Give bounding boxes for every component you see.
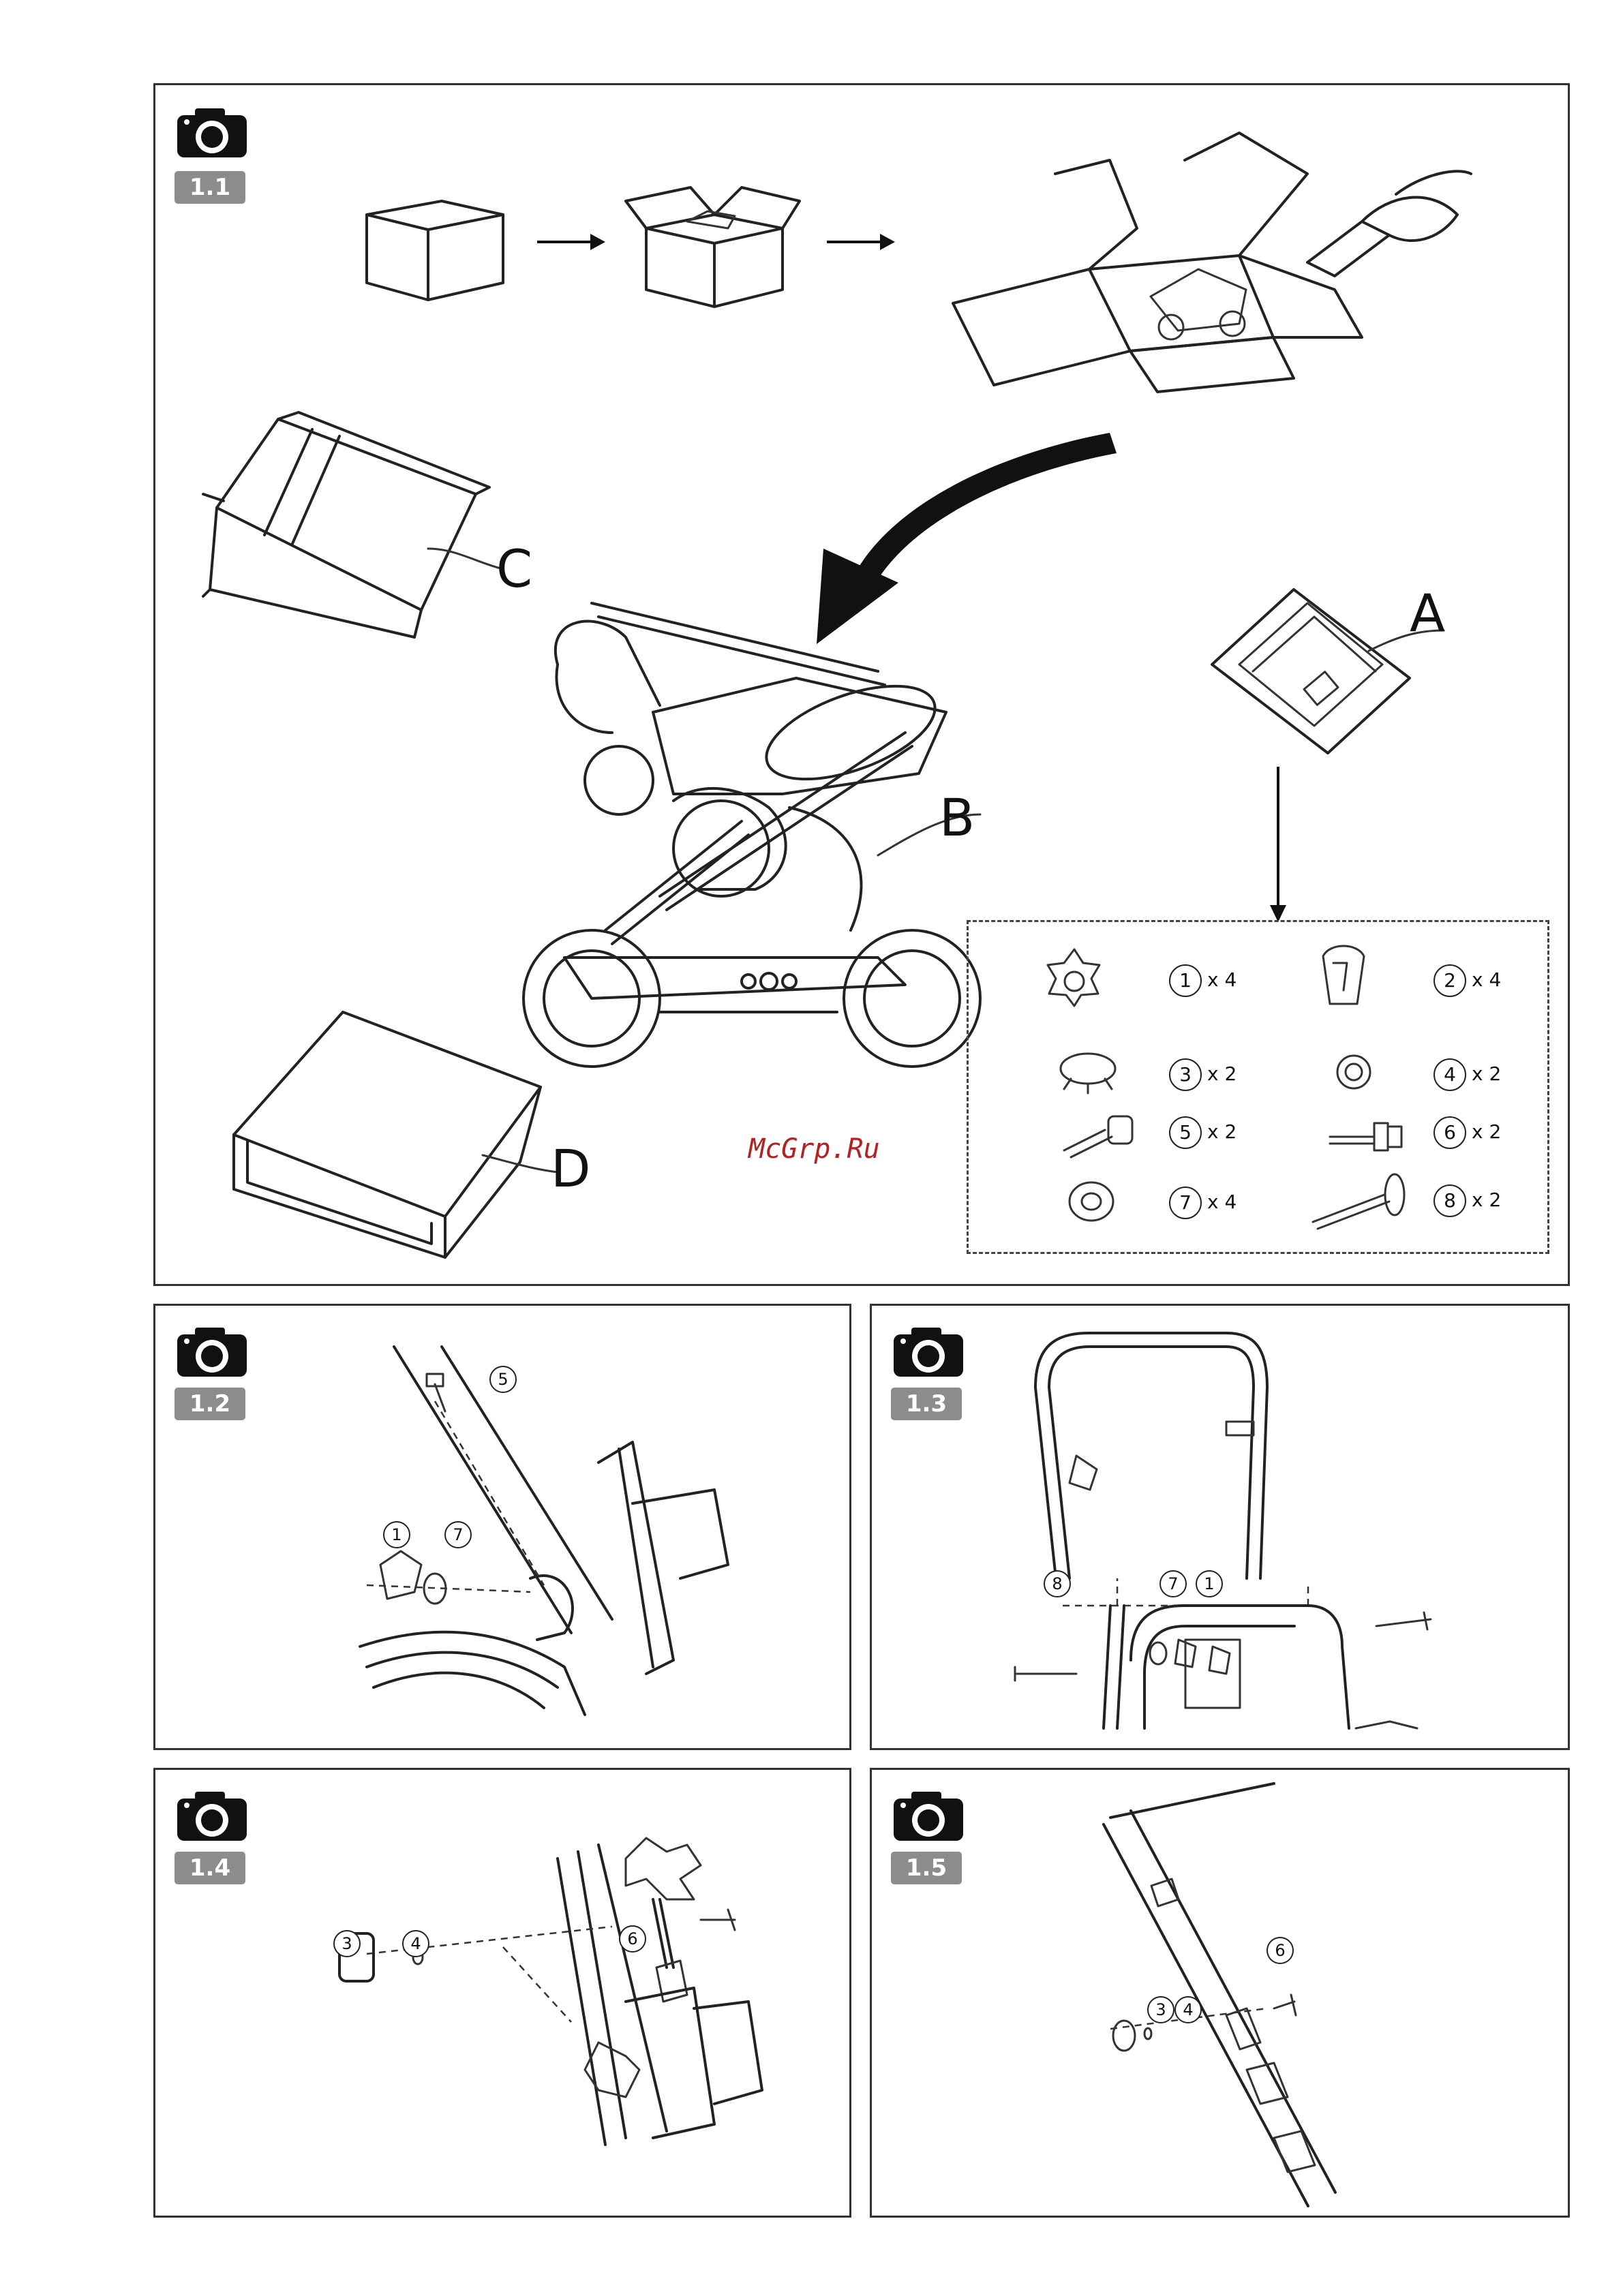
callout-number: 3 xyxy=(333,1930,361,1957)
camera-icon xyxy=(175,106,249,159)
label-leader-line xyxy=(483,1148,558,1182)
part-quantity: x 4 xyxy=(1207,968,1237,991)
callout-number: 6 xyxy=(619,1925,646,1953)
open-box-illustration xyxy=(626,174,803,310)
figure-1-4-panel: 1.4 3 4 6 xyxy=(153,1768,851,2218)
manual-and-parts-bag-illustration xyxy=(1212,576,1416,760)
callout-number: 6 xyxy=(1266,1937,1294,1964)
figure-number-badge: 1.4 xyxy=(175,1852,245,1884)
screw-icon xyxy=(1326,1113,1408,1154)
callout-number: 7 xyxy=(1159,1570,1187,1597)
arrow-down-icon xyxy=(1268,767,1288,923)
nut-icon xyxy=(1333,1052,1374,1092)
part-number: 1 xyxy=(1169,964,1202,997)
handle-attachment-illustration xyxy=(360,1347,783,1728)
arrow-right-icon xyxy=(537,232,605,252)
callout-number: 8 xyxy=(1044,1570,1071,1597)
arrow-right-icon xyxy=(827,232,895,252)
star-knob-icon xyxy=(1044,946,1105,1007)
callout-number: 1 xyxy=(383,1521,410,1548)
grass-bag-frame-illustration xyxy=(196,392,524,644)
part-quantity: x 2 xyxy=(1472,1189,1501,1211)
figure-number-badge: 1.5 xyxy=(891,1852,962,1884)
part-quantity: x 4 xyxy=(1472,968,1501,991)
label-leader-line xyxy=(428,542,503,583)
figure-1-3-panel: 1.3 8 7 1 xyxy=(870,1304,1570,1750)
part-number: 6 xyxy=(1434,1116,1466,1149)
part-quantity: x 2 xyxy=(1472,1062,1501,1085)
figure-1-5-panel: 1.5 6 3 4 xyxy=(870,1768,1570,2218)
part-quantity: x 2 xyxy=(1207,1120,1237,1143)
camera-icon xyxy=(891,1325,966,1378)
part-number: 8 xyxy=(1434,1184,1466,1217)
height-adjuster-illustration xyxy=(312,1831,789,2186)
clip-icon xyxy=(1309,943,1371,1011)
part-quantity: x 2 xyxy=(1207,1062,1237,1085)
figure-number-badge: 1.3 xyxy=(891,1388,962,1420)
watermark: McGrp.Ru xyxy=(748,1133,880,1165)
callout-number: 7 xyxy=(444,1521,472,1548)
figure-number-badge: 1.1 xyxy=(175,171,245,204)
hardware-parts-list: 1 x 4 2 x 4 3 x 2 4 x 2 5 x 2 xyxy=(967,920,1549,1254)
part-quantity: x 4 xyxy=(1207,1191,1237,1213)
round-knob-icon xyxy=(1050,1048,1125,1096)
camera-icon xyxy=(175,1325,249,1378)
callout-number: 5 xyxy=(489,1366,517,1393)
part-label-b: B xyxy=(939,787,975,848)
figure-1-1-panel: 1.1 xyxy=(153,83,1570,1286)
grass-bag-illustration xyxy=(220,971,534,1257)
side-handle-illustration xyxy=(1070,1784,1451,2206)
upper-handle-assembly-illustration xyxy=(1008,1319,1499,1742)
callout-number: 3 xyxy=(1147,1996,1174,2023)
camera-icon xyxy=(175,1789,249,1842)
part-number: 5 xyxy=(1169,1116,1202,1149)
part-number: 2 xyxy=(1434,964,1466,997)
bolt-icon xyxy=(1057,1109,1139,1157)
callout-number: 1 xyxy=(1196,1570,1223,1597)
part-label-d: D xyxy=(551,1138,591,1199)
camera-icon xyxy=(891,1789,966,1842)
callout-number: 4 xyxy=(1174,1996,1202,2023)
long-bolt-icon xyxy=(1309,1167,1419,1229)
part-quantity: x 2 xyxy=(1472,1120,1501,1143)
part-number: 7 xyxy=(1169,1187,1202,1219)
part-label-a: A xyxy=(1410,583,1445,643)
figure-1-2-panel: 1.2 5 1 7 xyxy=(153,1304,851,1750)
closed-box-illustration xyxy=(360,187,510,303)
callout-number: 4 xyxy=(402,1930,429,1957)
part-number: 4 xyxy=(1434,1058,1466,1091)
part-number: 3 xyxy=(1169,1058,1202,1091)
figure-number-badge: 1.2 xyxy=(175,1388,245,1420)
washer-icon xyxy=(1064,1178,1119,1225)
unfolded-box-with-cutter-illustration xyxy=(953,133,1471,433)
